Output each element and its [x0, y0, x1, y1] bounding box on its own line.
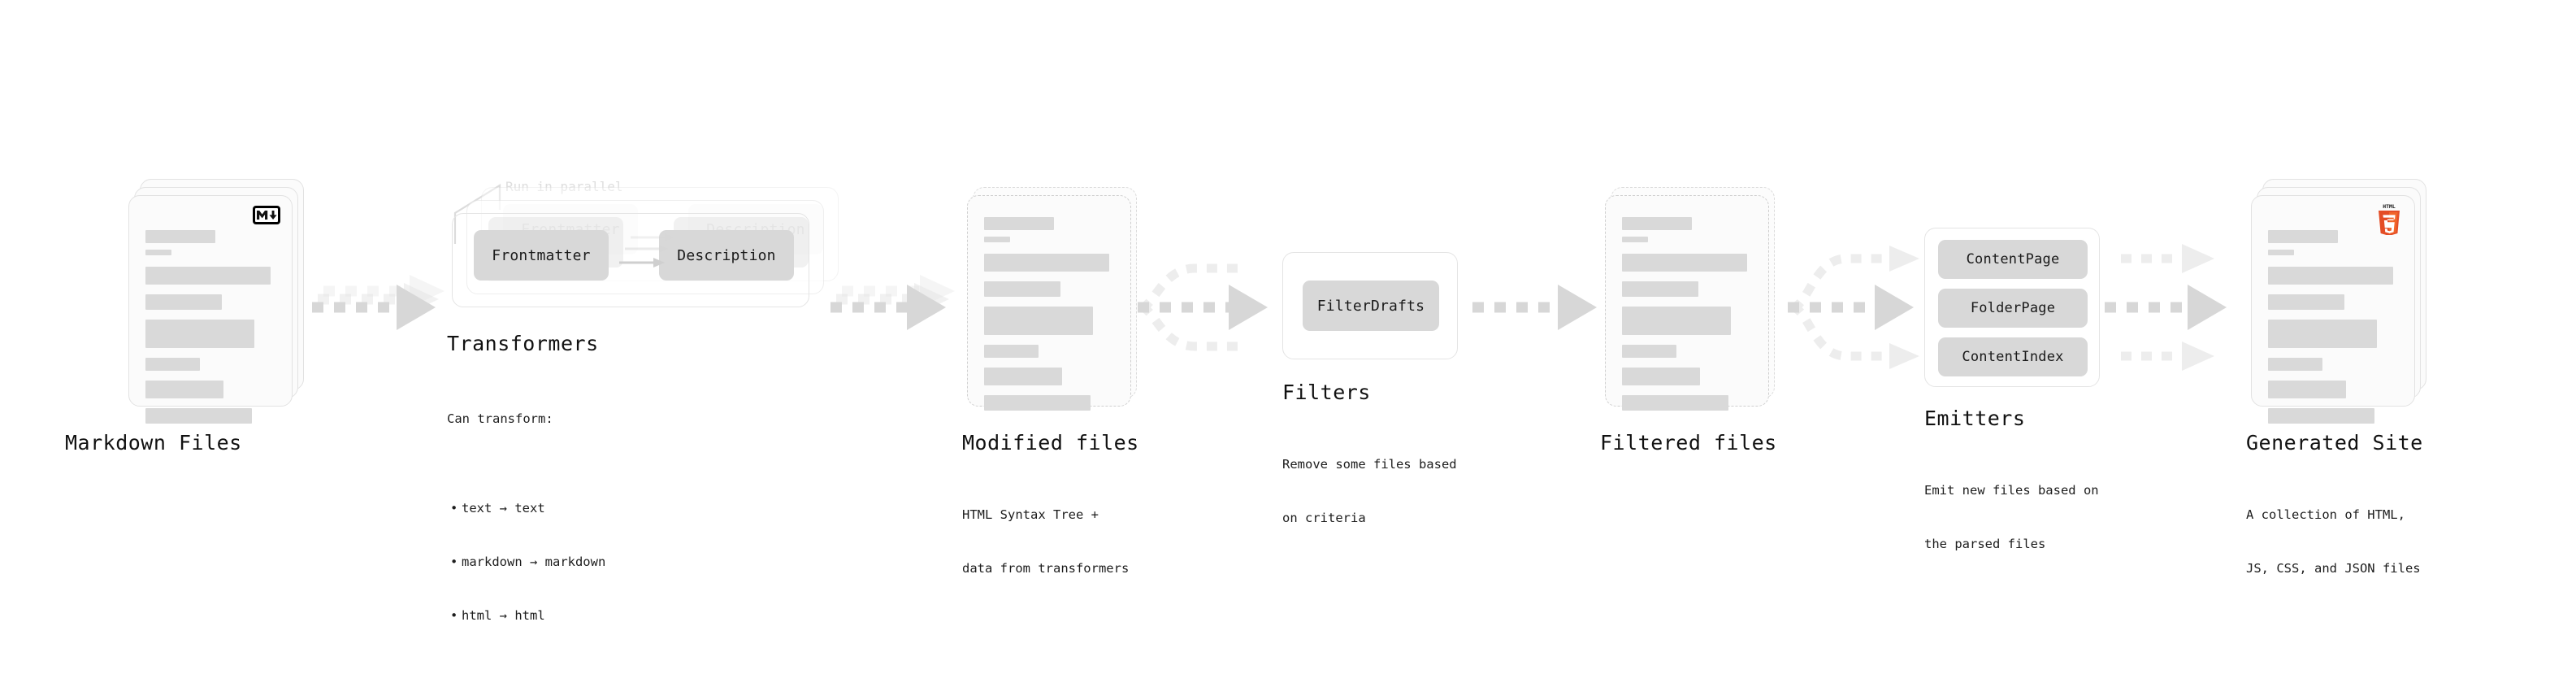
content-bar — [984, 307, 1094, 335]
filtered-doc-front — [1605, 195, 1769, 411]
filters-desc-line-2: on criteria — [1282, 511, 1366, 525]
arrow-modified-to-filters — [1138, 263, 1268, 351]
content-bar — [2268, 408, 2375, 424]
content-bar — [2268, 267, 2393, 285]
modified-files-description: HTML Syntax Tree + data from transformer… — [962, 470, 1129, 613]
content-bar — [145, 267, 271, 285]
content-bar — [145, 320, 255, 348]
emitters-frame: ContentPage FolderPage ContentIndex — [1924, 228, 2100, 387]
content-bar — [984, 237, 1010, 242]
emitters-desc-line-2: the parsed files — [1924, 537, 2046, 551]
content-bar — [145, 358, 201, 371]
content-bar — [145, 250, 171, 255]
arrow-transformers-to-modified — [830, 275, 955, 330]
pill-filterdrafts[interactable]: FilterDrafts — [1303, 281, 1439, 331]
filtered-doc-content — [1606, 196, 1768, 411]
transformers-desc-list: text → text markdown → markdown html → h… — [447, 463, 605, 660]
stage-title-generated-site: Generated Site — [2246, 431, 2423, 455]
markdown-icon — [253, 206, 280, 224]
arrow-emitters-to-site — [2105, 244, 2227, 371]
generated-doc-stack: CSS HTML — [2251, 179, 2438, 424]
html5-icon: HTML — [2375, 202, 2403, 238]
generated-desc-line-1: A collection of HTML, — [2246, 507, 2405, 522]
markdown-doc-front — [128, 195, 293, 424]
content-bar — [984, 345, 1039, 358]
transformers-description: Can transform: text → text markdown → ma… — [447, 374, 605, 696]
content-bar — [984, 395, 1091, 411]
filters-description: Remove some files based on criteria — [1282, 420, 1457, 563]
svg-text:HTML: HTML — [2383, 203, 2396, 210]
content-bar — [984, 254, 1109, 272]
content-bar — [145, 381, 223, 398]
arrow-filters-to-filtered — [1472, 285, 1597, 330]
content-bar — [1622, 345, 1677, 358]
modified-doc-front — [967, 195, 1131, 411]
stage-modified-files: Modified files HTML Syntax Tree + data f… — [962, 187, 1143, 576]
stage-filtered-files: Filtered files — [1600, 187, 1780, 455]
content-bar — [1622, 368, 1700, 385]
diagram-canvas: Markdown Files Run in parallel Frontmatt… — [0, 0, 2576, 681]
filters-desc-line-1: Remove some files based — [1282, 457, 1457, 472]
emitters-description: Emit new files based on the parsed files — [1924, 446, 2099, 589]
content-bar — [1622, 254, 1747, 272]
content-bar — [2268, 358, 2323, 371]
content-bar — [145, 230, 216, 243]
modified-doc-content — [968, 196, 1130, 411]
content-bar — [1622, 237, 1648, 242]
stage-title-modified-files: Modified files — [962, 431, 1139, 455]
stage-title-filtered-files: Filtered files — [1600, 431, 1777, 455]
markdown-doc-content — [129, 196, 292, 424]
run-in-parallel-annotation: Run in parallel — [505, 179, 623, 194]
content-bar — [1622, 281, 1699, 297]
pill-folderpage[interactable]: FolderPage — [1938, 289, 2088, 328]
modified-desc-line-1: HTML Syntax Tree + — [962, 507, 1099, 522]
modified-desc-line-2: data from transformers — [962, 561, 1130, 576]
stage-title-emitters: Emitters — [1924, 407, 2026, 430]
transform-item-html: html → html — [462, 607, 605, 624]
arrow-markdown-to-transformers — [312, 275, 445, 330]
transform-item-markdown: markdown → markdown — [462, 553, 605, 571]
pill-contentindex[interactable]: ContentIndex — [1938, 337, 2088, 376]
arrow-filtered-to-emitters — [1788, 246, 1919, 369]
content-bar — [984, 217, 1055, 230]
content-bar — [1622, 217, 1693, 230]
transform-item-text: text → text — [462, 499, 605, 517]
content-bar — [2268, 250, 2294, 255]
content-bar — [2268, 294, 2345, 310]
stage-title-markdown-files: Markdown Files — [65, 431, 242, 455]
transformer-frame: Frontmatter Description — [452, 213, 809, 307]
filters-frame: FilterDrafts — [1282, 252, 1458, 359]
content-bar — [145, 294, 223, 310]
emitters-desc-line-1: Emit new files based on — [1924, 483, 2099, 498]
transformers-desc-heading: Can transform: — [447, 411, 553, 426]
pill-contentpage[interactable]: ContentPage — [1938, 240, 2088, 279]
content-bar — [145, 408, 253, 424]
stage-title-filters: Filters — [1282, 381, 1371, 404]
content-bar — [1622, 395, 1729, 411]
markdown-doc-stack — [128, 179, 304, 424]
stage-generated-site: CSS HTML — [2246, 179, 2438, 576]
generated-site-description: A collection of HTML, JS, CSS, and JSON … — [2246, 470, 2421, 613]
content-bar — [2268, 381, 2346, 398]
content-bar — [1622, 307, 1732, 335]
content-bar — [984, 281, 1061, 297]
generated-doc-content — [2252, 196, 2414, 424]
pill-description[interactable]: Description — [659, 230, 794, 281]
content-bar — [2268, 230, 2339, 243]
pill-frontmatter[interactable]: Frontmatter — [474, 230, 609, 281]
filtered-doc-stack — [1605, 187, 1780, 423]
transformer-inner-arrows — [619, 233, 674, 268]
modified-doc-stack — [967, 187, 1143, 423]
stage-markdown-files: Markdown Files — [65, 179, 304, 455]
stage-title-transformers: Transformers — [447, 332, 599, 355]
content-bar — [2268, 320, 2378, 348]
generated-doc-front: HTML — [2251, 195, 2415, 424]
content-bar — [984, 368, 1062, 385]
generated-desc-line-2: JS, CSS, and JSON files — [2246, 561, 2421, 576]
